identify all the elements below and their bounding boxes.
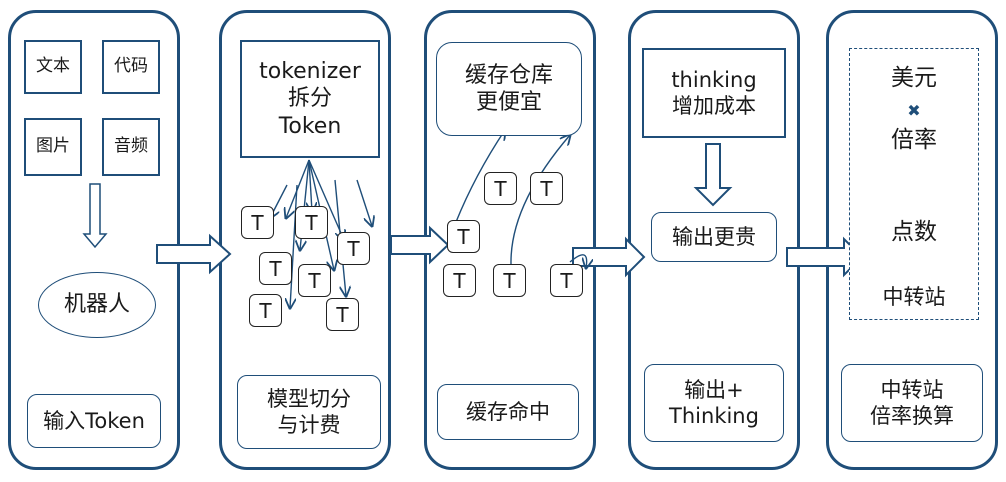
- arrow-inputs-down: [82, 183, 108, 249]
- token: T: [249, 294, 282, 327]
- output-pricier-box: 输出更贵: [651, 212, 777, 262]
- token: T: [298, 264, 331, 297]
- arrow-thinking-down: [693, 143, 733, 207]
- rate-label: 倍率: [891, 127, 937, 153]
- usd-label: 美元: [891, 65, 937, 91]
- token: T: [443, 264, 476, 297]
- tokenizer-box: tokenizer 拆分 Token: [240, 40, 380, 158]
- thinking-cost-box: thinking 增加成本: [642, 48, 786, 138]
- cache-store-box: 缓存仓库 更便宜: [436, 42, 582, 136]
- points-label: 点数: [891, 219, 937, 245]
- token: T: [326, 298, 359, 331]
- input-type-code: 代码: [102, 40, 160, 94]
- token: T: [295, 206, 328, 239]
- output-thinking-caption: 输出+ Thinking: [644, 364, 784, 442]
- arrow-stage3-to-stage4: [572, 236, 646, 278]
- input-token-caption: 输入Token: [27, 394, 161, 448]
- tokenize-billing-caption: 模型切分 与计费: [237, 375, 381, 449]
- token: T: [550, 264, 583, 297]
- token: T: [241, 206, 274, 239]
- relay-dashed-frame: [849, 48, 979, 320]
- robot-ellipse: 机器人: [38, 272, 156, 338]
- input-type-audio: 音频: [102, 118, 160, 176]
- token: T: [447, 220, 480, 253]
- arrow-stage1-to-stage2: [156, 233, 232, 275]
- relay-rate-conversion-caption: 中转站 倍率换算: [841, 364, 983, 442]
- input-type-text: 文本: [24, 40, 82, 94]
- token: T: [484, 172, 517, 205]
- token: T: [530, 172, 563, 205]
- token: T: [337, 232, 370, 265]
- input-type-image: 图片: [24, 118, 82, 176]
- token: T: [259, 252, 292, 285]
- cache-hit-caption: 缓存命中: [437, 384, 579, 440]
- multiply-icon: ✖: [907, 101, 921, 120]
- token: T: [493, 264, 526, 297]
- arrow-stage2-to-stage3: [390, 225, 450, 265]
- relay-station-label: 中转站: [882, 285, 946, 309]
